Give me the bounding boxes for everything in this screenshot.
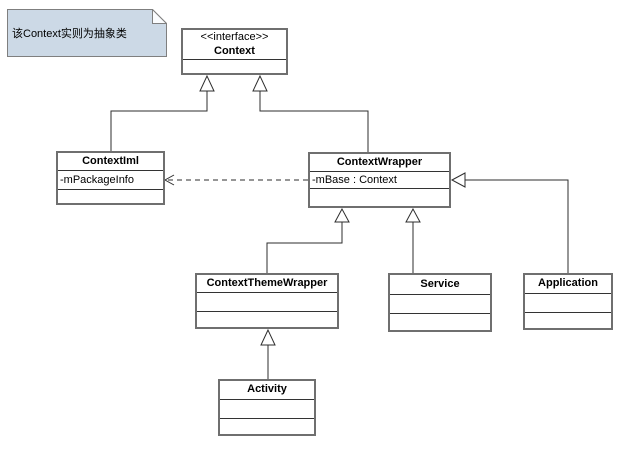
generalization-activity-to-contextthemewrapper [260, 328, 276, 379]
class-service-attrs-compartment [390, 294, 490, 313]
class-contextiml-attribute: -mPackageInfo [58, 170, 163, 189]
generalization-service-to-contextwrapper [405, 207, 421, 273]
note-text: 该Context实则为抽象类 [12, 28, 127, 40]
note-shape [7, 9, 167, 57]
class-context-members-compartment [183, 59, 286, 73]
class-service-methods-compartment [390, 313, 490, 330]
class-contextiml[interactable]: ContextIml -mPackageInfo [56, 151, 165, 205]
class-contextwrapper-name: ContextWrapper [336, 156, 423, 168]
class-contextiml-name: ContextIml [82, 155, 139, 167]
class-contextwrapper-methods-compartment [310, 188, 449, 206]
note-annotation[interactable]: 该Context实则为抽象类 [7, 9, 167, 57]
generalization-application-to-contextwrapper [450, 172, 569, 273]
class-contextthemewrapper-attrs-compartment [197, 292, 337, 311]
generalization-contextthemewrapper-to-contextwrapper [266, 207, 350, 273]
class-context-name: Context [214, 45, 255, 57]
class-context-stereotype: <<interface>> [200, 31, 269, 43]
class-contextwrapper-attribute: -mBase : Context [310, 171, 449, 188]
class-context[interactable]: <<interface>> Context [181, 28, 288, 75]
class-service[interactable]: Service [388, 273, 492, 332]
class-contextthemewrapper-methods-compartment [197, 311, 337, 327]
class-activity-methods-compartment [220, 418, 314, 434]
class-application-methods-compartment [525, 312, 611, 328]
class-application-name: Application [538, 277, 598, 289]
class-application[interactable]: Application [523, 273, 613, 330]
generalization-contextwrapper-to-context [252, 74, 369, 152]
class-contextwrapper[interactable]: ContextWrapper -mBase : Context [308, 152, 451, 208]
class-contextthemewrapper-name: ContextThemeWrapper [206, 277, 328, 289]
class-activity-name: Activity [247, 383, 287, 395]
class-activity-attrs-compartment [220, 399, 314, 418]
generalization-contextiml-to-context [110, 74, 215, 151]
class-contextthemewrapper[interactable]: ContextThemeWrapper [195, 273, 339, 329]
class-contextiml-methods-compartment [58, 189, 163, 203]
class-application-attrs-compartment [525, 293, 611, 312]
class-service-name: Service [420, 278, 460, 290]
class-activity[interactable]: Activity [218, 379, 316, 436]
dependency-contextwrapper-to-contextiml [163, 174, 308, 186]
